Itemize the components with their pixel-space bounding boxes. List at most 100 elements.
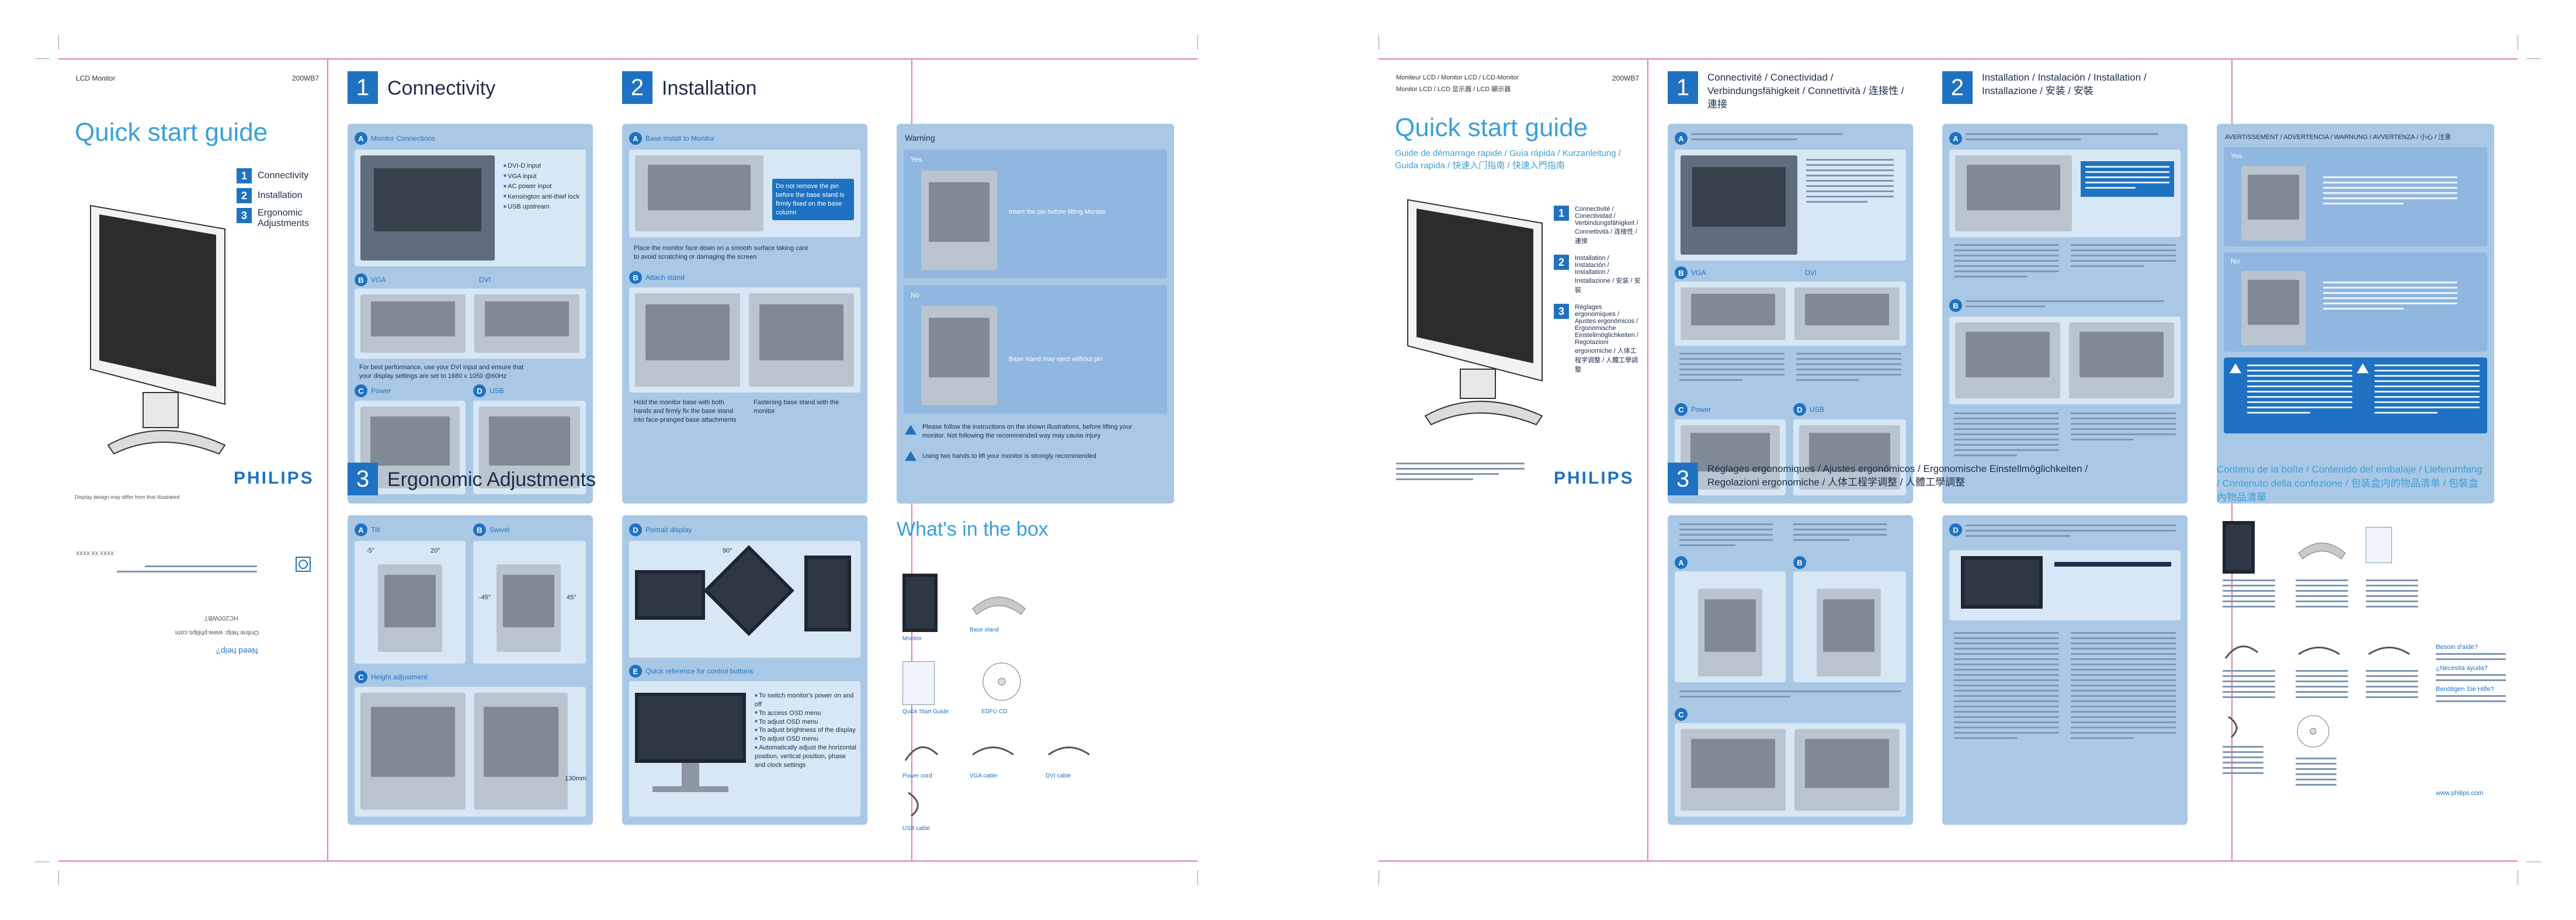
- dvi-photo: [1794, 287, 1900, 340]
- power-area: [355, 401, 466, 494]
- swivel-max-label: 45°: [567, 594, 577, 601]
- warning-text: Please follow the instructions on the sh…: [922, 423, 1132, 439]
- product-label: Moniteur LCD / Monitor LCD / LCD-Monitor: [1396, 74, 1519, 81]
- step-label: Attach stand: [645, 273, 685, 282]
- section-installation-heading: 2 Installation / Instalación / Installat…: [1942, 71, 2188, 104]
- power-photo: [360, 407, 460, 488]
- attach-stand-photo-1: [1955, 322, 2060, 398]
- usb-cable-icon: [908, 791, 919, 817]
- step-label: VGA: [1691, 269, 1706, 277]
- step-label: Power: [1691, 405, 1711, 414]
- warning-no-area: No Base stand may eject without pin: [904, 285, 1167, 414]
- pin-warning-lines: [2081, 161, 2174, 197]
- power-cord-icon: [904, 746, 939, 761]
- tilt-area: [1675, 571, 1786, 682]
- list-item: AC power input: [504, 182, 579, 192]
- list-item: Automatically adjust the horizontal posi…: [755, 744, 857, 770]
- text-lines: [2323, 176, 2457, 208]
- list-item: USB upstream: [504, 202, 579, 213]
- portrait-monitor: [804, 556, 851, 631]
- crop-mark: [2526, 58, 2541, 59]
- box-item-usb: USB cable: [902, 790, 932, 832]
- monitor-neck: [682, 763, 699, 786]
- warning-yes-area: Yes: [2224, 147, 2487, 247]
- help-text: Online help: www.philips.com: [175, 629, 259, 636]
- usb-photo: [479, 407, 580, 488]
- yes-label: Yes: [911, 155, 922, 164]
- upside-text-lines: [117, 562, 257, 572]
- text-lines: [2436, 695, 2506, 702]
- rotating-monitor: [703, 545, 794, 636]
- box-caption: DVI cable: [1046, 773, 1071, 779]
- section-title: Réglages ergonomiques / Ajustes ergonómi…: [1707, 463, 2088, 488]
- section-number: 1: [1668, 71, 1698, 104]
- installation-panel: A B: [1942, 124, 2188, 504]
- section-ergonomic-heading: 3 Ergonomic Adjustments: [348, 463, 596, 495]
- ergonomic-panel-left: A Tilt B Swivel -5° 20° -45° 45° C Heigh…: [348, 515, 593, 825]
- ergonomic-panel-right: D Portrait display 90° E Quick reference…: [622, 515, 867, 825]
- section-number: 3: [1668, 463, 1698, 495]
- swivel-min-label: -45°: [479, 594, 491, 601]
- section-ergonomic-heading: 3 Réglages ergonomiques / Ajustes ergonó…: [1668, 463, 2182, 495]
- text-lines: [1679, 353, 1785, 384]
- help-url[interactable]: www.philips.com: [2436, 790, 2484, 797]
- step-badge-c: C: [1675, 403, 1688, 416]
- step-label-lines: [1966, 133, 2158, 144]
- text-lines: [1954, 412, 2059, 460]
- ergonomic-panel-left: A B C: [1668, 515, 1913, 825]
- step-label: Portrait display: [645, 526, 692, 534]
- box-caption: VGA cable: [970, 773, 998, 779]
- warning-title: Warning: [905, 133, 935, 143]
- list-item: To adjust brightness of the display: [755, 726, 857, 735]
- warning-icon: [905, 451, 916, 461]
- text-lines: [2071, 632, 2176, 742]
- no-label: No: [911, 291, 920, 299]
- yes-label: Yes: [2231, 152, 2242, 160]
- toc-label: Réglages ergonomiques / Ajustes ergonómi…: [1575, 304, 1638, 373]
- controls-area: To switch monitor's power on and off To …: [629, 681, 860, 817]
- fold-line: [1647, 60, 1648, 860]
- text-lines: [2296, 758, 2337, 789]
- box-caption: USB cable: [902, 825, 931, 832]
- box-item-cd: EDFU CD: [981, 661, 1022, 715]
- box-item-guide: Quick Start Guide: [902, 661, 949, 715]
- text-lines: [1796, 353, 1901, 384]
- step-label: DVI: [479, 276, 491, 284]
- box-caption: Power cord: [902, 773, 932, 779]
- section-connectivity-heading: 1 Connectivity: [348, 71, 495, 104]
- text-lines: [2323, 282, 2457, 313]
- box-caption: EDFU CD: [981, 709, 1008, 715]
- text-lines: [2366, 579, 2418, 611]
- box-item-monitor: [2223, 521, 2255, 574]
- attach-stand-text: Fastening base stand with the monitor: [754, 399, 839, 415]
- step-badge-b: B: [355, 273, 367, 286]
- step-badge-d: D: [1793, 403, 1806, 416]
- height-adjust-area: 130mm: [355, 687, 586, 817]
- vga-photo: [1681, 287, 1786, 340]
- no-text: Base stand may eject without pin: [1009, 356, 1103, 363]
- portrait-area: 90°: [629, 541, 860, 658]
- section-connectivity-heading: 1 Connectivité / Conectividad / Verbindu…: [1668, 71, 1913, 112]
- usb-photo: [1799, 425, 1900, 489]
- cd-icon: [2297, 715, 2329, 748]
- tilt-photo: [378, 564, 442, 652]
- landscape-monitor: [635, 570, 705, 620]
- guide-icon: [2366, 527, 2392, 563]
- height-photo-2: [1794, 729, 1900, 811]
- warning-icon: [2230, 363, 2241, 373]
- connections-area: DVI-D input VGA input AC power input Ken…: [355, 150, 586, 266]
- button-row: [2054, 562, 2171, 570]
- text-lines: [2223, 579, 2275, 611]
- help-line: Besoin d'aide?: [2436, 644, 2478, 651]
- crop-mark: [58, 35, 59, 50]
- image-note-lines: [1396, 463, 1525, 484]
- box-item-dvi: [2366, 638, 2412, 667]
